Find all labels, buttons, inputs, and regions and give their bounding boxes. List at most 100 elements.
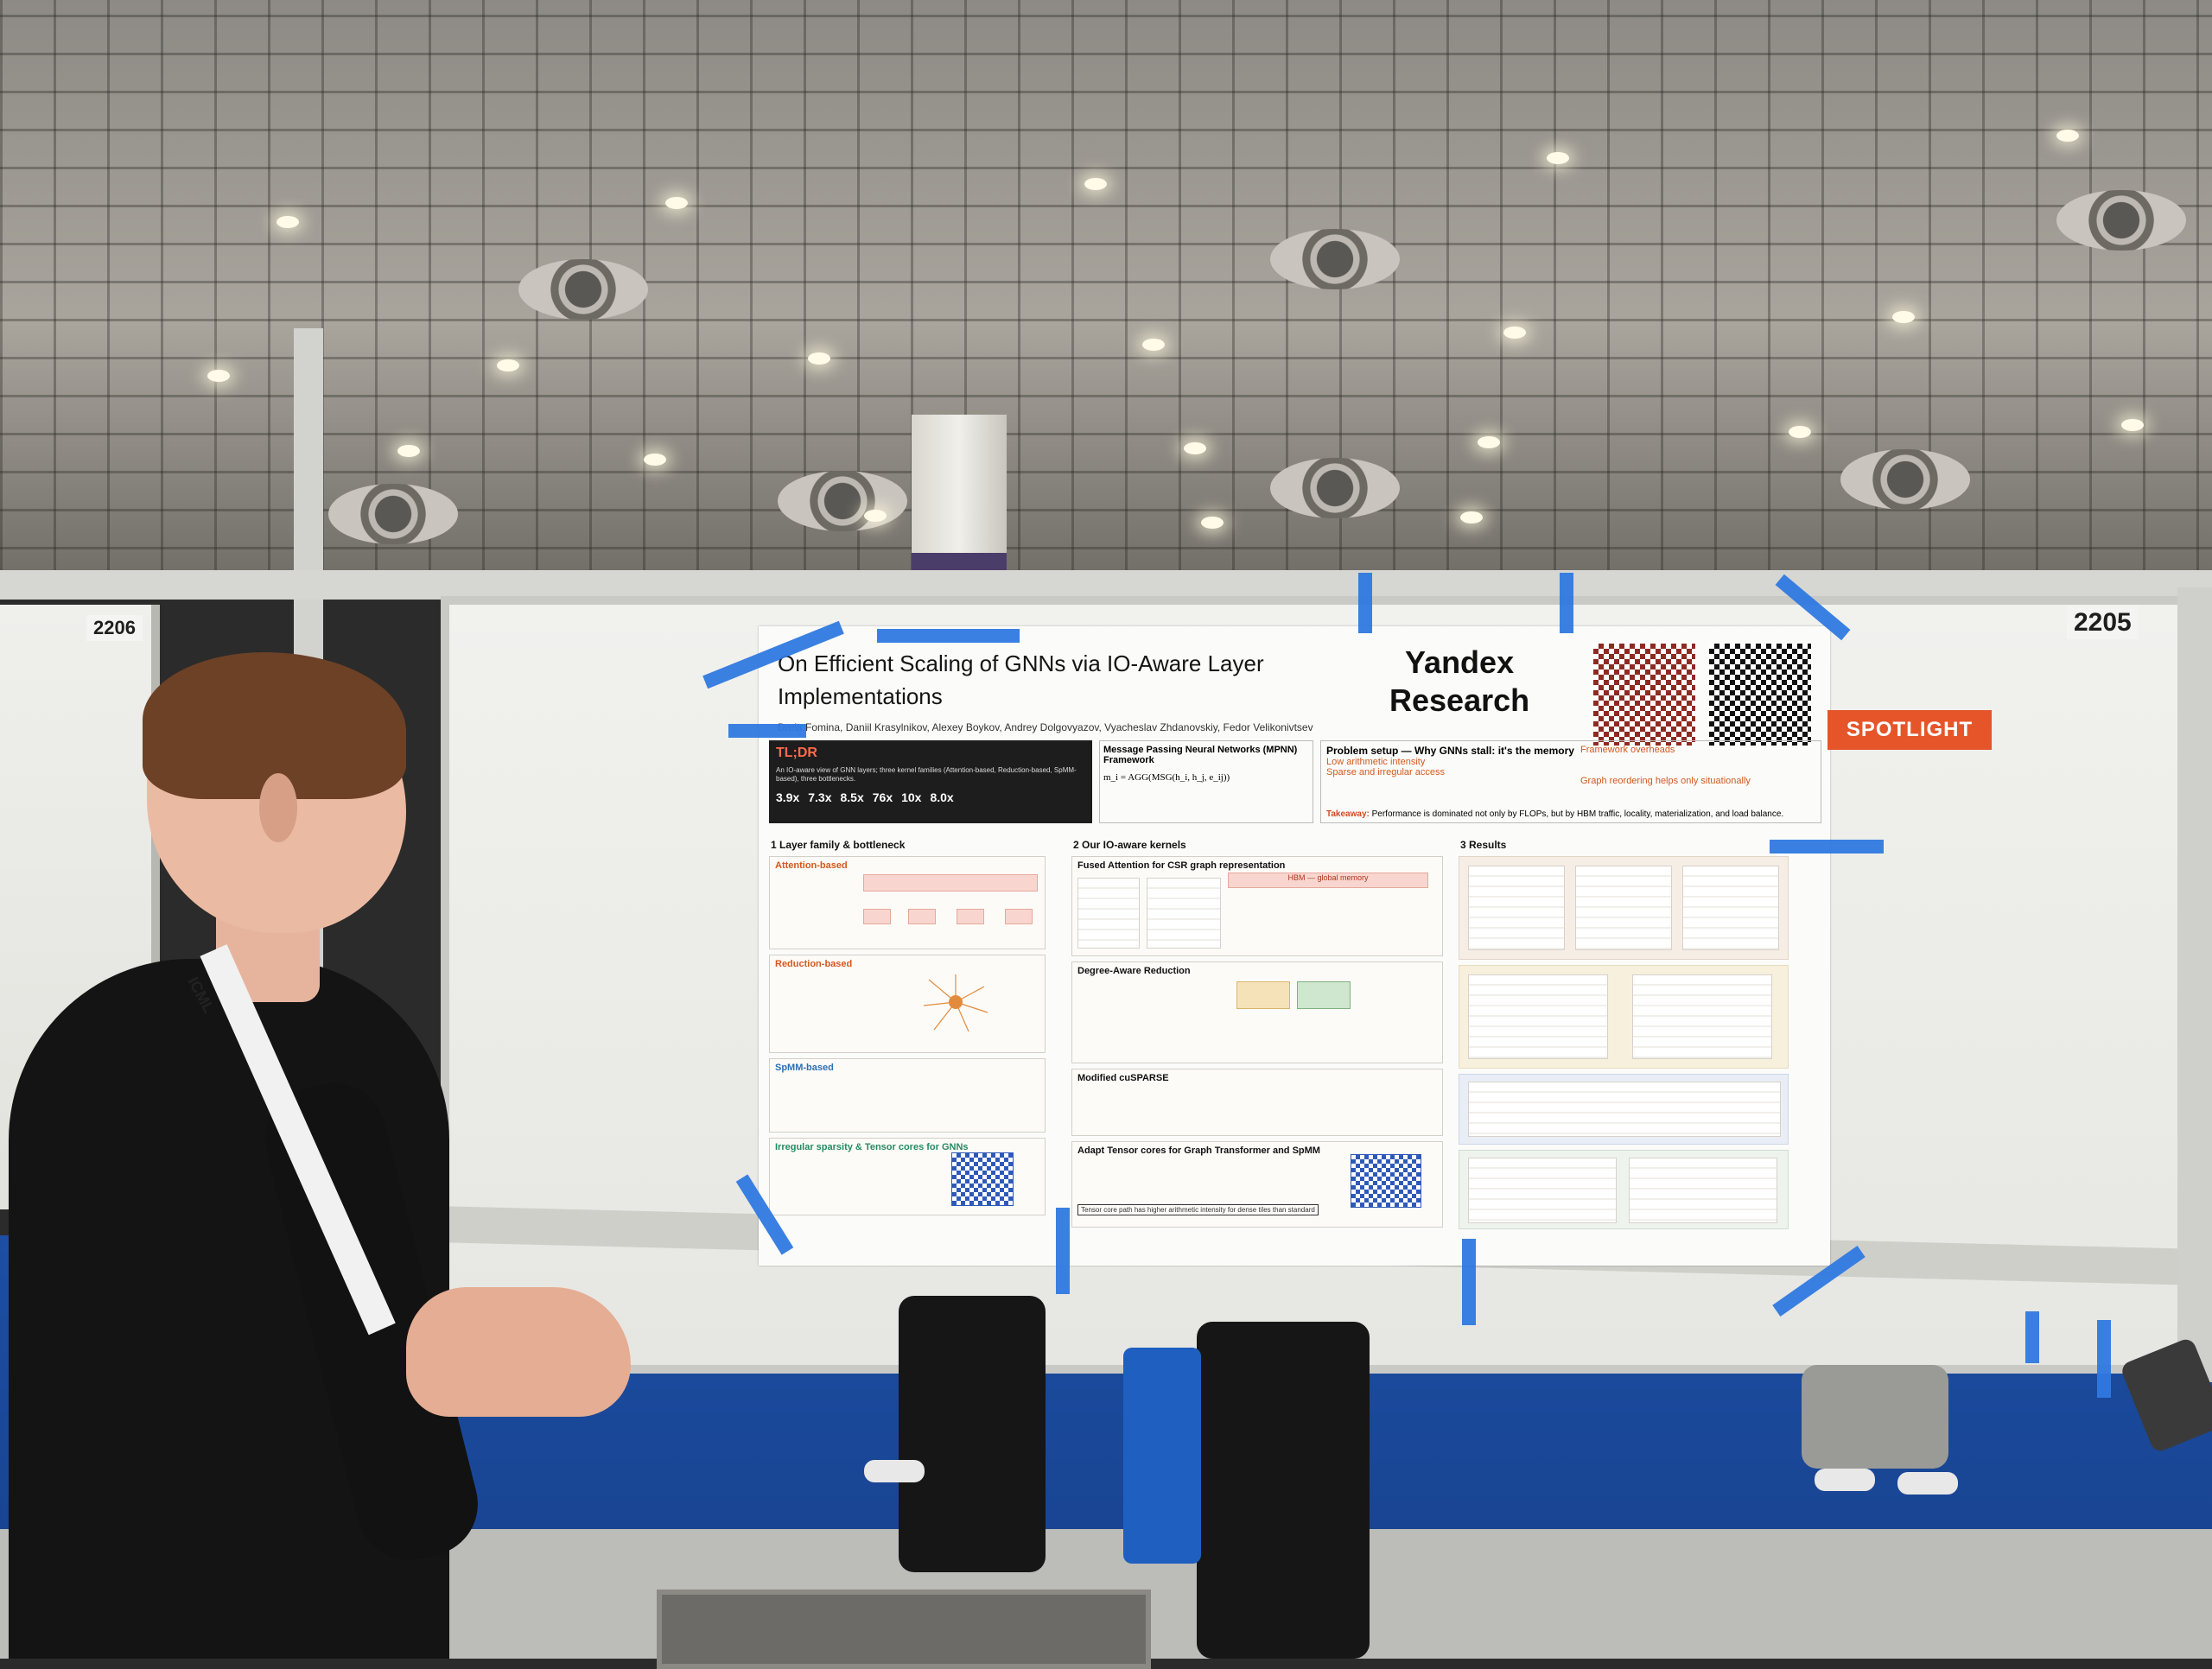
results-table bbox=[1468, 1158, 1617, 1223]
star-graph-diagram bbox=[923, 974, 988, 1032]
code-block bbox=[1147, 878, 1221, 949]
blue-tape bbox=[728, 724, 806, 738]
stat-value: 7.3x bbox=[808, 790, 832, 804]
ceiling-light bbox=[2121, 419, 2144, 431]
ceiling-light bbox=[1892, 311, 1915, 323]
qkv-block bbox=[863, 909, 891, 924]
floor-grate bbox=[657, 1590, 1151, 1669]
problem-item: Framework overheads bbox=[1580, 745, 1675, 755]
blue-tape bbox=[2097, 1320, 2111, 1398]
ceiling-light bbox=[1460, 511, 1483, 524]
ceiling bbox=[0, 0, 2212, 587]
hbm-label: HBM — global memory bbox=[1228, 873, 1428, 888]
tldr-stats: 3.9x 7.3x 8.5x 76x 10x 8.0x bbox=[769, 784, 1092, 811]
mpnn-formula: m_i = AGG(MSG(h_i, h_j, e_ij)) bbox=[1103, 772, 1230, 783]
ceiling-light bbox=[1142, 339, 1165, 351]
results-tables-3 bbox=[1459, 1074, 1789, 1145]
research-poster: On Efficient Scaling of GNNs via IO-Awar… bbox=[759, 626, 1830, 1266]
ceiling-light bbox=[207, 370, 230, 382]
air-vent bbox=[328, 484, 458, 544]
blue-tape bbox=[1462, 1239, 1476, 1325]
visitor-legs bbox=[1802, 1365, 1948, 1469]
hbm-bar bbox=[863, 874, 1038, 892]
ceiling-light bbox=[1503, 327, 1526, 339]
reduction-panel: Reduction-based bbox=[769, 955, 1046, 1053]
attention-panel: Attention-based bbox=[769, 856, 1046, 949]
blue-tape bbox=[877, 629, 1020, 643]
ceiling-light bbox=[644, 454, 666, 466]
results-table bbox=[1575, 866, 1672, 950]
mpnn-heading: Message Passing Neural Networks (MPNN) F… bbox=[1103, 745, 1298, 765]
results-tables-2 bbox=[1459, 965, 1789, 1069]
tensor-cores-panel: Adapt Tensor cores for Graph Transformer… bbox=[1071, 1141, 1443, 1228]
fused-attention-panel: Fused Attention for CSR graph representa… bbox=[1071, 856, 1443, 956]
section-2-heading: 2 Our IO-aware kernels bbox=[1073, 839, 1186, 851]
problem-item: Low arithmetic intensity bbox=[1326, 757, 1426, 767]
results-table bbox=[1468, 866, 1565, 950]
visitor-shoe bbox=[864, 1460, 925, 1482]
ceiling-light bbox=[1084, 178, 1107, 190]
block-sparse-matrix bbox=[1351, 1154, 1421, 1208]
ceiling-light bbox=[864, 510, 887, 522]
tldr-text: An IO-aware view of GNN layers; three ke… bbox=[776, 766, 1077, 783]
takeaway-text: Performance is dominated not only by FLO… bbox=[1371, 809, 1784, 819]
ceiling-light bbox=[397, 445, 420, 457]
ceiling-light bbox=[1547, 152, 1569, 164]
takeaway-key: Takeaway: bbox=[1326, 809, 1370, 819]
irregular-title: Irregular sparsity & Tensor cores for GN… bbox=[775, 1142, 969, 1152]
arxiv-qr-code bbox=[1593, 644, 1695, 746]
visitor-shoe bbox=[1897, 1472, 1958, 1494]
logits-block bbox=[908, 909, 936, 924]
attention-title: Attention-based bbox=[775, 860, 848, 871]
section-3-heading: 3 Results bbox=[1460, 839, 1507, 851]
tldr-heading: TL;DR bbox=[776, 746, 817, 760]
problem-item: Sparse and irregular access bbox=[1326, 767, 1445, 777]
visitor-shoe bbox=[1815, 1469, 1875, 1491]
air-vent bbox=[778, 471, 907, 531]
board-side-post bbox=[2177, 587, 2212, 1382]
ceiling-light bbox=[276, 216, 299, 228]
ceiling-light bbox=[1184, 442, 1206, 454]
presenter-ear bbox=[259, 773, 297, 842]
ceiling-light bbox=[808, 352, 830, 365]
tldr-box: TL;DR An IO-aware view of GNN layers; th… bbox=[769, 740, 1092, 823]
booth-number-left: 2206 bbox=[86, 615, 143, 641]
fused-title: Fused Attention for CSR graph representa… bbox=[1077, 860, 1286, 871]
reduction-title: Reduction-based bbox=[775, 959, 853, 969]
poster-authors: Daria Fomina, Daniil Krasylnikov, Alexey… bbox=[778, 721, 1313, 733]
stat-value: 8.5x bbox=[840, 790, 864, 804]
mpnn-framework-box: Message Passing Neural Networks (MPNN) F… bbox=[1099, 740, 1313, 823]
visitor-legs bbox=[1197, 1322, 1370, 1659]
blue-tape bbox=[1056, 1208, 1070, 1294]
github-qr-code bbox=[1709, 644, 1811, 746]
blue-tape bbox=[1770, 840, 1884, 854]
air-vent bbox=[518, 259, 648, 320]
booth-number-right: 2205 bbox=[2067, 606, 2139, 639]
output-block bbox=[1005, 909, 1033, 924]
air-vent bbox=[2056, 190, 2186, 251]
presenter-hands bbox=[406, 1287, 631, 1417]
blue-tote-bag bbox=[1123, 1348, 1201, 1564]
ceiling-light bbox=[497, 359, 519, 371]
irregular-panel: Irregular sparsity & Tensor cores for GN… bbox=[769, 1138, 1046, 1215]
blue-tape bbox=[1358, 573, 1372, 633]
blue-tape bbox=[1560, 573, 1573, 633]
ceiling-light bbox=[665, 197, 688, 209]
cusparse-title: Modified cuSPARSE bbox=[1077, 1073, 1169, 1083]
air-vent bbox=[1270, 229, 1400, 289]
results-table bbox=[1468, 974, 1608, 1059]
spmm-panel: SpMM-based bbox=[769, 1058, 1046, 1133]
results-table bbox=[1629, 1158, 1777, 1223]
results-table bbox=[1682, 866, 1779, 950]
air-vent bbox=[1840, 449, 1970, 510]
board-top-rail bbox=[0, 570, 2212, 600]
stat-value: 76x bbox=[872, 790, 893, 804]
stat-value: 10x bbox=[901, 790, 922, 804]
logo-line-1: Yandex bbox=[1405, 644, 1515, 680]
blue-tape bbox=[2025, 1311, 2039, 1363]
takeaway: Takeaway: Performance is dominated not o… bbox=[1326, 809, 1783, 819]
tensor-note: Tensor core path has higher arithmetic i… bbox=[1077, 1204, 1319, 1215]
ceiling-light bbox=[1789, 426, 1811, 438]
processing-grid bbox=[1297, 981, 1351, 1009]
visitor-legs bbox=[899, 1296, 1046, 1572]
